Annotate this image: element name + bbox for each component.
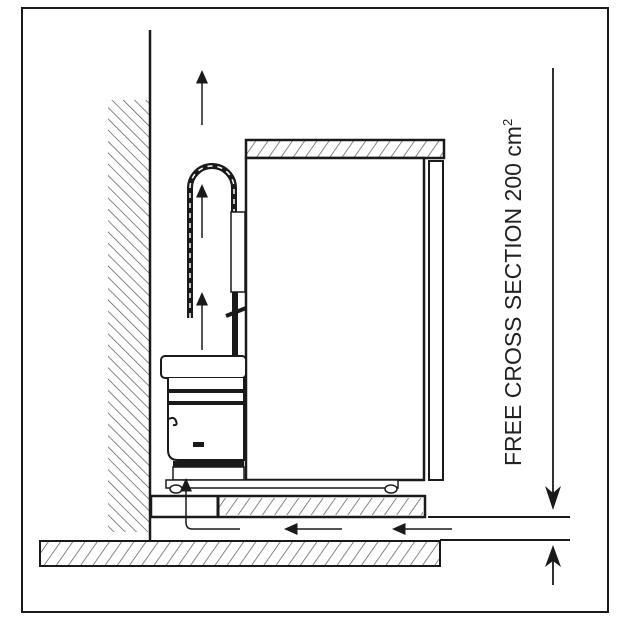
arrow-curve-up-icon <box>180 478 240 530</box>
sauna-heater <box>160 163 399 494</box>
dimension-arrows <box>545 68 561 585</box>
floor <box>39 540 441 567</box>
bench-cabinet <box>244 138 446 482</box>
frame <box>21 7 609 613</box>
airflow-arrows <box>180 70 452 535</box>
wall <box>108 30 152 540</box>
free-cross-section-label: FREE CROSS SECTION 200 cm2 <box>500 119 526 466</box>
bench-base <box>149 494 427 519</box>
